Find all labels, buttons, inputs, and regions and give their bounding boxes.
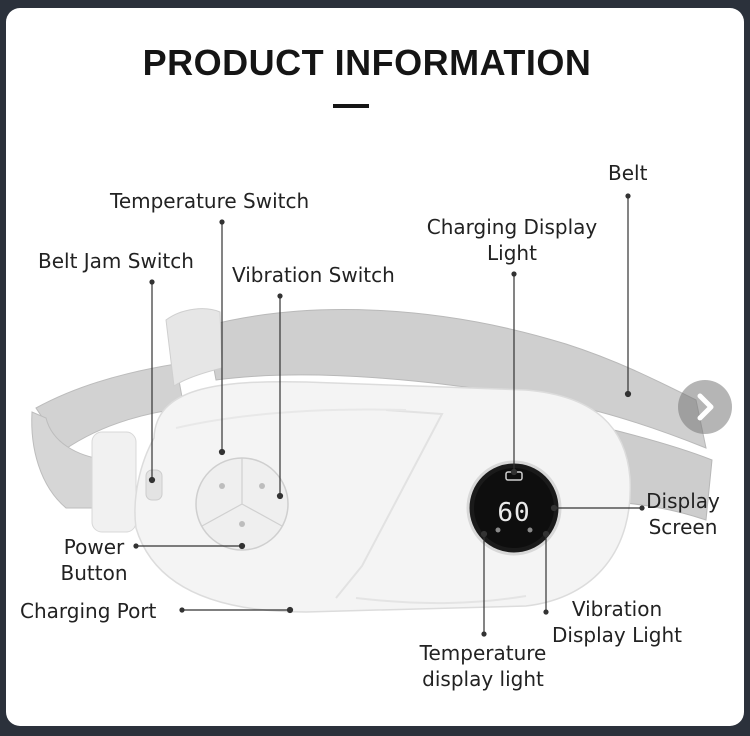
belt-band-left [35, 363, 185, 451]
vibration-button-dot [259, 483, 265, 489]
power-button-dot [239, 521, 245, 527]
label-vibration-display-light: Vibration Display Light [552, 597, 682, 647]
device-contour-3 [175, 408, 407, 429]
belt-buckle-left [91, 431, 137, 533]
temperature-button-dot [219, 483, 225, 489]
label-display-screen: Display Screen [646, 489, 720, 539]
title-underline [333, 104, 369, 108]
screen-readout: 60 [497, 498, 531, 528]
label-belt: Belt [608, 161, 648, 185]
label-temperature-switch: Temperature Switch [110, 189, 310, 213]
page-title: PRODUCT INFORMATION [142, 42, 592, 83]
belt-clip-top [165, 308, 223, 387]
label-vibration-switch: Vibration Switch [232, 263, 395, 287]
product-info-card: PRODUCT INFORMATION [6, 8, 744, 726]
belt-jam-switch-slot [145, 469, 163, 501]
belt-band-right [605, 427, 713, 521]
device-contour-2 [355, 595, 527, 605]
device-contour-1 [335, 409, 444, 599]
label-charging-display-light: Charging Display Light [426, 215, 598, 265]
belt-band-back [205, 309, 707, 449]
label-power-button: Power Button [60, 535, 128, 585]
chevron-right-icon [697, 393, 714, 421]
label-belt-jam-switch: Belt Jam Switch [38, 249, 194, 273]
label-charging-port: Charging Port [20, 599, 157, 623]
display-screen [474, 468, 554, 548]
product-illustration [31, 193, 713, 637]
label-temperature-display-light: Temperature display light [419, 641, 547, 691]
next-image-button[interactable] [678, 380, 732, 434]
